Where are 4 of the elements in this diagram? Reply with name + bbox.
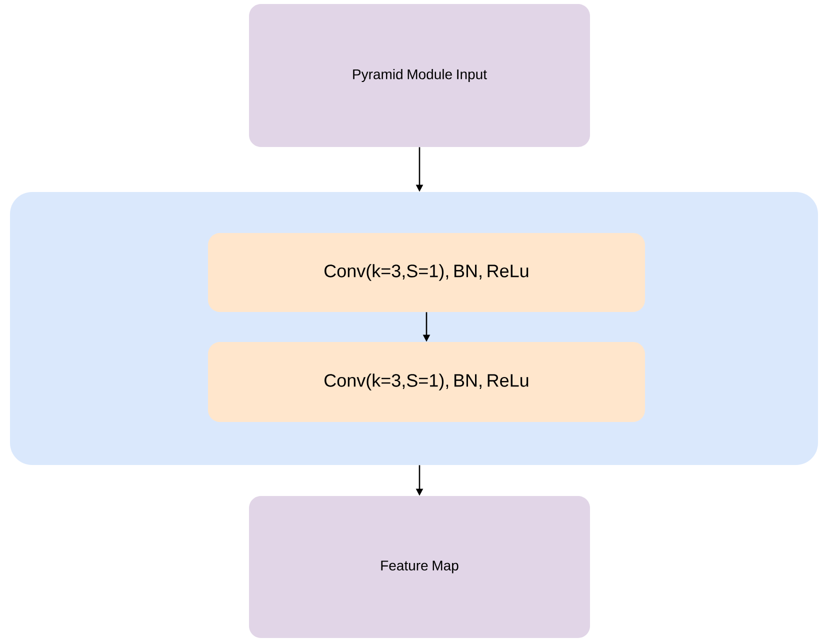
layer-box: Conv(k=3,S=1), BN, ReLu [208, 342, 645, 422]
output-box: Feature Map [249, 496, 590, 638]
layer-box: Conv(k=3,S=1), BN, ReLu [208, 233, 645, 312]
input-box: Pyramid Module Input [249, 4, 590, 147]
